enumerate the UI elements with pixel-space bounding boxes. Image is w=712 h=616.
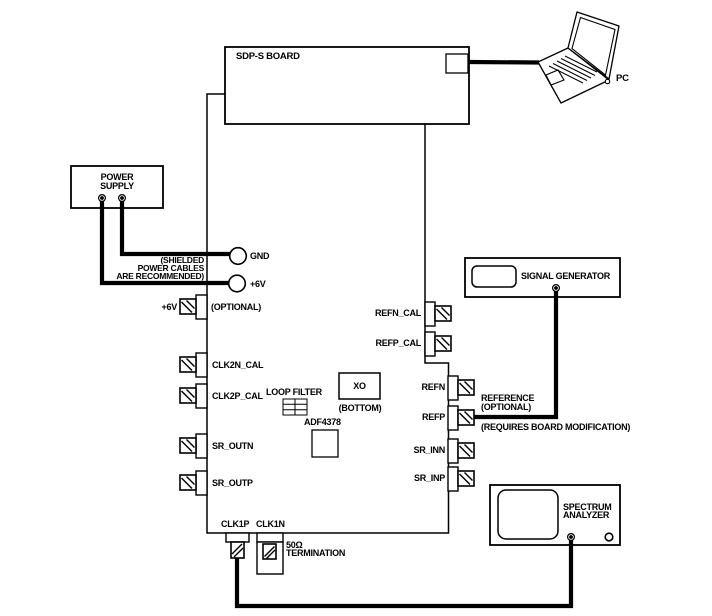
reference-note: REFERENCE (OPTIONAL) (481, 393, 535, 412)
xo-label: XO (353, 380, 366, 391)
adf4378-box (311, 429, 339, 458)
spectrum-analyzer-knob (604, 532, 614, 542)
terminal-dots (97, 194, 575, 541)
sdp-board-box (224, 46, 470, 125)
power-supply-label-line1: POWER (100, 172, 134, 182)
refn-cal-label: REFN_CAL (374, 307, 421, 318)
shielded-note-line2: POWER CABLES (137, 262, 205, 273)
shielded-note-line1: (SHIELDED (160, 254, 204, 265)
connector-refp (447, 405, 475, 431)
plus6v-testpoint-circle (227, 274, 247, 293)
power-supply-label-line2: SUPPLY (100, 181, 134, 191)
signal-generator-terminal (551, 284, 560, 293)
power-supply-label: POWER SUPPLY (71, 173, 163, 191)
gnd-cable (119, 199, 234, 257)
connector-sr-outp (179, 470, 208, 496)
spectrum-analyzer-terminal (566, 532, 575, 541)
clk1n-label: CLK1N (256, 519, 285, 529)
clk2n-cal-label: CLK2N_CAL (212, 359, 264, 370)
spectrum-analyzer-label: SPECTRUM ANALYZER (563, 501, 612, 520)
clk1p-label: CLK1P (221, 519, 250, 529)
sdp-board-label: SDP-S BOARD (236, 50, 300, 62)
xo-box (338, 372, 381, 400)
termination-note: 50Ω TERMINATION (286, 539, 346, 558)
board-modification-note: (REQUIRES BOARD MODIFICATION) (481, 421, 631, 432)
power-supply-terminal-left (97, 194, 106, 203)
signal-generator-box (464, 257, 621, 298)
eval-board-outline (206, 93, 450, 534)
sr-outp-label: SR_OUTP (212, 477, 253, 488)
plus6v-optional-note: (OPTIONAL) (211, 301, 261, 312)
connector-clk1n-termination (256, 532, 284, 575)
connector-refp-cal (424, 331, 452, 357)
laptop-pc-icon (537, 11, 620, 104)
connector-sr-inn (447, 438, 475, 464)
connector-sr-inp (447, 466, 475, 492)
connector-clk2p-cal (179, 383, 208, 409)
xo-bottom-note: (BOTTOM) (338, 402, 382, 413)
plus6v-connector-label: +6V (161, 301, 177, 312)
spectrum-analyzer-label-line2: ANALYZER (563, 510, 610, 520)
spectrum-analyzer-cable (234, 539, 574, 609)
laptop-trackpad (545, 69, 565, 86)
refn-label: REFN (421, 382, 446, 392)
usb-cable (467, 59, 540, 65)
adf4378-label: ADF4378 (304, 416, 341, 427)
connector-clk1p (225, 532, 250, 559)
sr-inp-label: SR_INP (413, 473, 445, 483)
connector-refn (447, 375, 475, 401)
connector-refn-cal (424, 301, 452, 327)
reference-note-line1: REFERENCE (481, 393, 535, 403)
refp-label: REFP (421, 412, 445, 422)
termination-note-line2: TERMINATION (286, 548, 346, 558)
pc-label: PC (616, 72, 629, 84)
spectrum-analyzer-display (497, 489, 559, 540)
reference-note-line2: (OPTIONAL) (481, 401, 531, 412)
connector-clk2n-cal (179, 352, 208, 378)
shielded-cables-note: (SHIELDED POWER CABLES ARE RECOMMENDED) (116, 254, 205, 281)
power-supply-terminal-right (117, 194, 126, 203)
refp-cal-label: REFP_CAL (375, 337, 421, 348)
plus6v-cable (99, 199, 233, 286)
connector-plus6v (179, 294, 208, 320)
signal-generator-display (471, 265, 517, 288)
connector-sr-outn (179, 433, 208, 459)
loop-filter-label: LOOP FILTER (266, 386, 322, 397)
spectrum-analyzer-label-line1: SPECTRUM (563, 501, 612, 512)
signal-generator-label: SIGNAL GENERATOR (521, 270, 611, 281)
spectrum-analyzer-box (489, 484, 621, 546)
clk2p-cal-label: CLK2P_CAL (212, 390, 263, 401)
gnd-testpoint-label: GND (250, 251, 270, 261)
sr-inn-label: SR_INN (413, 445, 445, 455)
plus6v-testpoint-label: +6V (250, 278, 266, 289)
sr-outn-label: SR_OUTN (212, 440, 254, 451)
usb-connector-box (445, 53, 469, 74)
gnd-testpoint-circle (228, 246, 248, 266)
loop-filter-grid (282, 398, 308, 416)
power-supply-box (70, 165, 164, 209)
shielded-note-line3: ARE RECOMMENDED) (116, 270, 204, 281)
signal-generator-cable (472, 291, 559, 420)
termination-note-line1: 50Ω (286, 539, 303, 550)
